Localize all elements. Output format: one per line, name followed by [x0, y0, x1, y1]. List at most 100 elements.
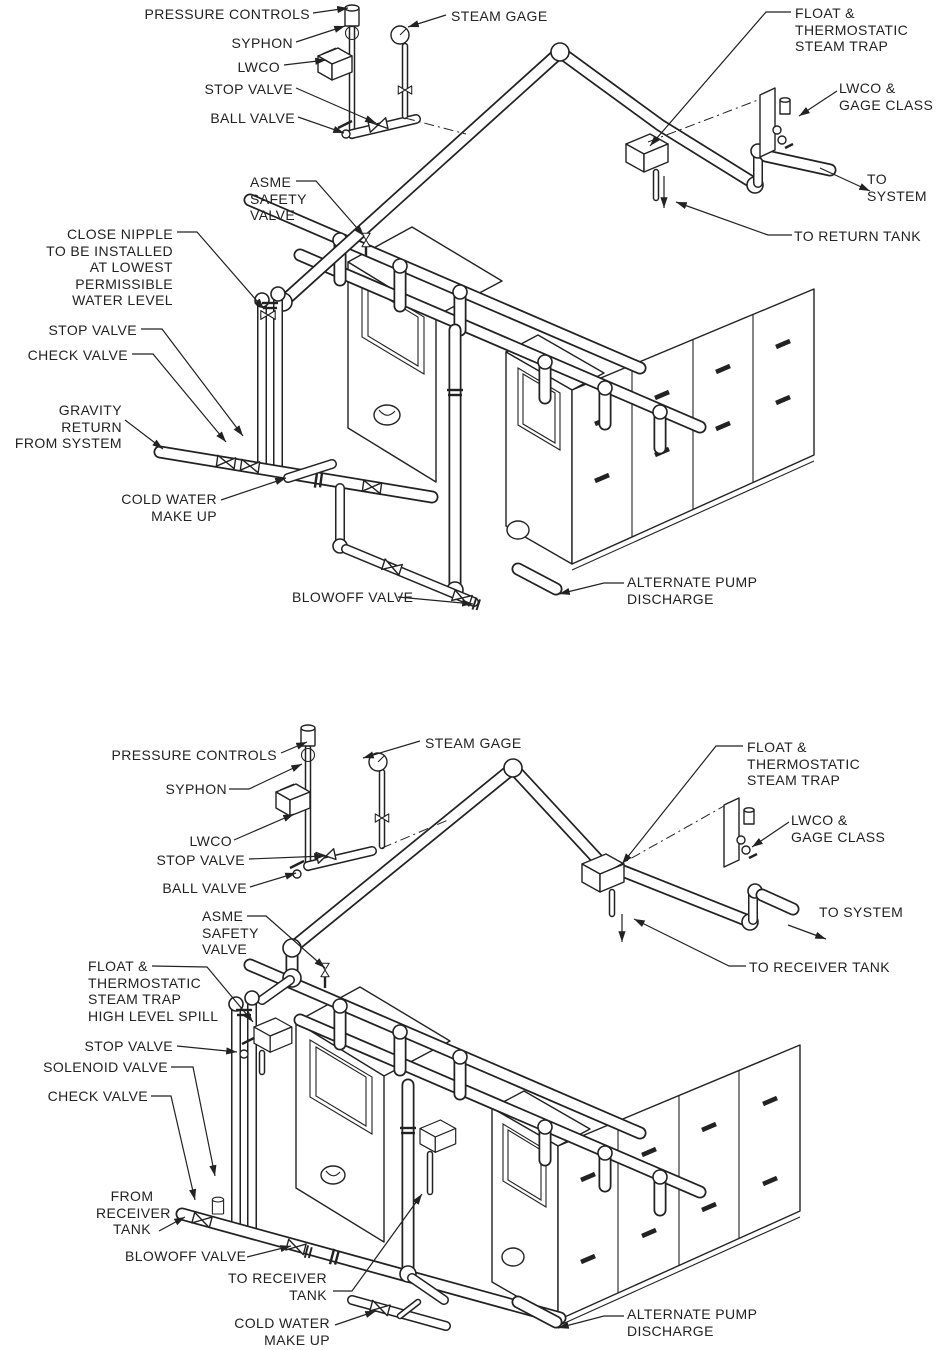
return-manifold-bottom: [175, 1196, 567, 1329]
stop-valve-handle-icon: [241, 1036, 255, 1046]
blowoff-piping-top: [332, 323, 563, 612]
leader-float-trap-spill: [151, 965, 254, 1023]
leader-check-valve: [151, 1095, 197, 1201]
leader-stop-valve-upper: [248, 852, 326, 861]
steam-trap-bottom: [581, 853, 626, 942]
spill-trap-icon: [253, 1017, 293, 1053]
label-steam-gage-bottom: STEAM GAGE: [425, 735, 522, 751]
leader-steam-gage: [407, 14, 447, 28]
label-ball-valve-bottom: BALL VALVE: [162, 880, 247, 896]
solenoid-valve-icon: [211, 1196, 225, 1215]
syphon-loop-icon: [300, 747, 316, 763]
leader-ball-valve: [297, 116, 345, 134]
louver-slots-bottom: [580, 1095, 778, 1265]
label-alternate-pump-bottom: ALTERNATE PUMP DISCHARGE: [627, 1306, 758, 1339]
label-to-receiver-tank-lower-bottom: TO RECEIVER TANK: [227, 1270, 327, 1303]
leader-syphon: [229, 763, 303, 790]
label-stop-valve-lower-top: STOP VALVE: [48, 322, 137, 338]
leader-pressure-controls: [312, 5, 349, 14]
label-syphon-bottom: SYPHON: [165, 781, 227, 797]
leader-to-return-tank: [675, 201, 792, 236]
label-cold-water-bottom: COLD WATER MAKE UP: [234, 1315, 330, 1348]
label-asme-safety-valve-top: ASME SAFETY VALVE: [250, 174, 307, 223]
steam-main-top: [273, 42, 837, 312]
boiler-header-piping-bottom: [243, 958, 707, 1217]
centerline: [404, 117, 467, 135]
label-stop-valve-upper-bottom: STOP VALVE: [156, 852, 245, 868]
label-syphon-top: SYPHON: [231, 35, 293, 51]
leader-float-trap: [649, 11, 791, 147]
label-gravity-return-top: GRAVITY RETURN FROM SYSTEM: [14, 402, 122, 451]
boiler-header-piping-top: [243, 193, 707, 455]
label-to-receiver-tank-bottom: TO RECEIVER TANK: [749, 959, 890, 975]
feed-riser-bottom: [347, 1078, 457, 1331]
return-manifold-top: [153, 445, 439, 504]
sight-port-icon: [506, 520, 530, 540]
steam-trap-top: [625, 133, 669, 208]
leader-float-trap: [621, 745, 743, 865]
label-alternate-pump-top: ALTERNATE PUMP DISCHARGE: [627, 574, 758, 607]
label-blowoff-valve-bottom: BLOWOFF VALVE: [125, 1248, 247, 1264]
leader-from-receiver: [158, 1216, 186, 1232]
label-close-nipple-top: CLOSE NIPPLE TO BE INSTALLED AT LOWEST P…: [46, 226, 173, 308]
label-lwco-bottom: LWCO: [189, 833, 232, 849]
label-check-valve-top: CHECK VALVE: [27, 347, 128, 363]
leader-cold-water: [220, 477, 287, 501]
label-stop-valve-upper-top: STOP VALVE: [204, 81, 293, 97]
leader-lwco-gage: [751, 821, 790, 848]
leader-alternate-pump: [557, 1315, 624, 1329]
label-float-trap-bottom: FLOAT & THERMOSTATIC STEAM TRAP: [747, 739, 861, 788]
water-column-bottom: [228, 990, 293, 1236]
leader-cold-water: [334, 1310, 377, 1326]
steam-gage-assembly-top: [390, 25, 467, 135]
label-ball-valve-top: BALL VALVE: [210, 110, 295, 126]
leader-asme: [247, 915, 326, 969]
pressure-control-column-top: [317, 4, 421, 140]
label-to-return-tank-top: TO RETURN TANK: [794, 228, 921, 244]
centerline: [613, 805, 725, 869]
label-stop-valve-lower-bottom: STOP VALVE: [84, 1038, 173, 1054]
label-lwco-gage-class-bottom: LWCO & GAGE CLASS: [791, 812, 886, 845]
leader-lines-top: [124, 5, 871, 607]
label-pressure-controls-top: PRESSURE CONTROLS: [144, 6, 310, 22]
leader-stop-valve-lower: [141, 328, 244, 437]
label-from-receiver-tank-bottom: FROM RECEIVER TANK: [96, 1188, 171, 1237]
steam-gage-assembly-bottom: [368, 752, 449, 850]
leader-to-receiver-lower: [333, 1193, 423, 1292]
leader-close-nipple: [177, 231, 265, 310]
leader-lwco-gage: [798, 90, 838, 117]
label-steam-gage-top: STEAM GAGE: [451, 8, 548, 24]
syphon-loop-icon: [344, 25, 360, 41]
leader-asme: [296, 180, 365, 237]
figure-top-gravity-return: [124, 4, 871, 612]
label-blowoff-valve-top: BLOWOFF VALVE: [292, 589, 414, 605]
leader-blowoff: [246, 1245, 292, 1258]
leader-syphon: [295, 25, 346, 43]
pressure-control-icon: [300, 724, 316, 747]
label-lwco-gage-class-top: LWCO & GAGE CLASS: [839, 80, 934, 113]
leader-lwco: [283, 57, 327, 66]
leader-gravity-return: [124, 419, 164, 450]
label-float-trap-top: FLOAT & THERMOSTATIC STEAM TRAP: [795, 5, 909, 54]
label-cold-water-top: COLD WATER MAKE UP: [121, 491, 217, 524]
figure-bottom-receiver-return: [151, 724, 827, 1331]
leader-pressure-controls: [280, 741, 308, 754]
label-float-trap-spill-bottom: FLOAT & THERMOSTATIC STEAM TRAP HIGH LEV…: [88, 958, 219, 1024]
leader-solenoid: [171, 1066, 217, 1177]
leader-lwco: [233, 813, 295, 841]
lwco-device-icon: [317, 47, 353, 81]
label-solenoid-valve-bottom: SOLENOID VALVE: [43, 1059, 168, 1075]
leader-alternate-pump: [558, 582, 624, 595]
leader-to-receiver-tank: [633, 918, 746, 967]
leader-ball-valve: [249, 872, 297, 888]
boiler-left-unit-top: [347, 226, 503, 483]
sight-port-icon: [501, 1247, 525, 1267]
sight-port-icon: [320, 1165, 346, 1185]
lwco-gage-class-assembly-bottom: [722, 796, 759, 869]
asme-safety-valve-bottom: [320, 962, 330, 988]
leader-blowoff: [397, 596, 474, 607]
asme-safety-valve-top: [361, 232, 371, 256]
label-to-system-bottom: TO SYSTEM: [819, 904, 904, 920]
